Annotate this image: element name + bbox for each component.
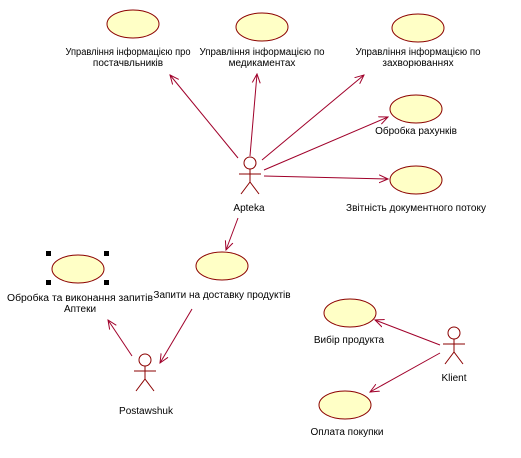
actor-leg-right [144,378,155,392]
use-case-label-payment: Оплата покупки [310,427,383,438]
actor-klient[interactable] [443,326,465,365]
selection-handles[interactable] [46,251,109,285]
use-case-invoice-processing[interactable] [389,94,443,124]
association-apteka-invoice [263,117,388,171]
use-case-delivery-requests[interactable] [195,251,249,281]
association-apteka-medicine-info [249,74,257,157]
actor-leg-left [240,181,251,195]
association-apteka-supplier-info [170,75,239,159]
use-case-medicine-info[interactable] [235,12,289,42]
actor-label-postawshuk: Postawshuk [119,406,174,417]
selection-handle-top-right[interactable] [104,251,109,256]
actor-postawshuk[interactable] [134,353,156,392]
association-delivery-postawshuk [160,308,193,363]
association-postawshuk-pharmacy-requests [108,320,133,357]
use-case-pharmacy-requests[interactable] [51,254,105,284]
actor-head [447,326,461,340]
actor-apteka[interactable] [239,156,261,195]
use-case-disease-info[interactable] [391,13,445,43]
use-case-document-reporting[interactable] [389,165,443,195]
association-klient-payment [370,352,441,392]
use-case-label-invoice-processing: Обробка рахунків [375,125,457,137]
selection-handle-top-left[interactable] [46,251,51,256]
use-case-label-delivery-requests: Запити на доставку продуктів [153,290,290,301]
association-apteka-reporting [263,176,388,179]
selection-handle-bottom-left[interactable] [46,280,51,285]
actor-label-apteka: Apteka [233,203,265,214]
use-case-product-choice[interactable] [323,298,377,328]
association-klient-product [375,320,441,346]
actor-head [243,156,257,170]
actor-leg-left [444,351,455,365]
actor-leg-right [453,351,464,365]
use-case-supplier-info[interactable] [106,9,160,39]
actor-leg-left [135,378,146,392]
use-case-label-product-choice: Вибір продукта [314,334,385,346]
actor-leg-right [249,181,260,195]
use-case-payment[interactable] [318,390,372,420]
use-cases [51,9,445,420]
association-apteka-delivery [226,217,239,250]
associations [108,74,441,392]
association-apteka-disease-info [261,75,364,161]
selection-handle-bottom-right[interactable] [104,280,109,285]
use-case-label-document-reporting: Звітність документного потоку [346,203,486,214]
actor-label-klient: Klient [441,373,466,384]
actor-head [138,353,152,367]
